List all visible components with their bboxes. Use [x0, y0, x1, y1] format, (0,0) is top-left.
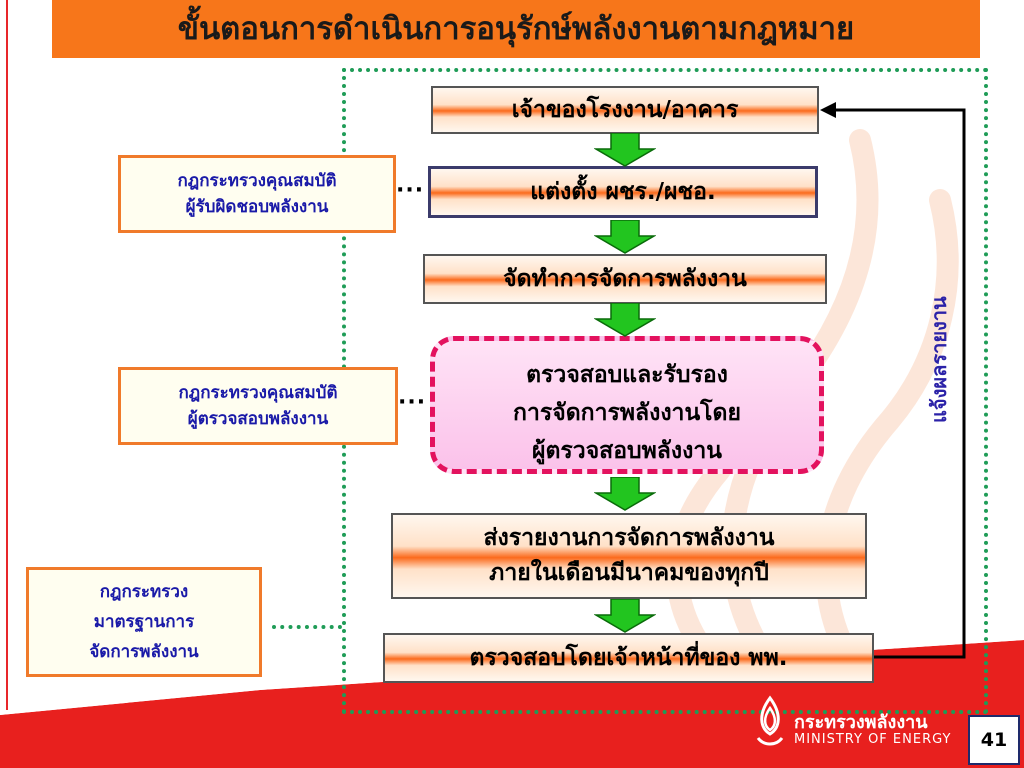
law-box-standard: กฎกระทรวง มาตรฐานการ จัดการพลังงาน — [26, 567, 262, 677]
step-prepare: จัดทำการจัดการพลังงาน — [423, 254, 827, 304]
law-box-standard-line-3: จัดการพลังงาน — [89, 642, 199, 662]
page-number: 41 — [968, 715, 1020, 765]
law-box-auditor-line-1: กฎกระทรวงคุณสมบัติ — [178, 383, 338, 403]
ministry-logo-icon — [756, 695, 784, 746]
law-box-responsible-line-1: กฎกระทรวงคุณสมบัติ — [177, 171, 337, 191]
step-audit: ตรวจสอบและรับรอง การจัดการพลังงานโดย ผู้… — [430, 336, 824, 474]
step-appoint-text: แต่งตั้ง ผชร./ผชอ. — [530, 179, 716, 205]
down-arrow-icon — [594, 220, 656, 254]
step-owner-text: เจ้าของโรงงาน/อาคาร — [511, 97, 739, 123]
law-box-auditor-line-2: ผู้ตรวจสอบพลังงาน — [187, 409, 329, 429]
ministry-name-english: MINISTRY OF ENERGY — [794, 732, 952, 747]
page-title: ขั้นตอนการดำเนินการอนุรักษ์พลังงานตามกฎห… — [52, 0, 980, 58]
down-arrow-icon — [594, 133, 656, 167]
down-arrow-icon — [594, 303, 656, 337]
down-arrow-icon — [594, 477, 656, 511]
down-arrow-icon — [594, 599, 656, 633]
step-report-line-2: ภายในเดือนมีนาคมของทุกปี — [489, 560, 769, 586]
law-box-responsible-line-2: ผู้รับผิดชอบพลังงาน — [185, 197, 329, 217]
connector-dots-2: ··· — [398, 390, 427, 415]
step-prepare-text: จัดทำการจัดการพลังงาน — [503, 266, 747, 292]
step-report-line-1: ส่งรายงานการจัดการพลังงาน — [483, 525, 775, 551]
feedback-label: แจ้งผลรายงาน — [927, 296, 951, 424]
step-inspect-text: ตรวจสอบโดยเจ้าหน้าที่ของ พพ. — [469, 645, 788, 671]
law-box-auditor: กฎกระทรวงคุณสมบัติ ผู้ตรวจสอบพลังงาน — [118, 367, 398, 445]
step-audit-line-3: ผู้ตรวจสอบพลังงาน — [532, 438, 722, 464]
step-audit-line-1: ตรวจสอบและรับรอง — [526, 362, 728, 388]
law-box-responsible: กฎกระทรวงคุณสมบัติ ผู้รับผิดชอบพลังงาน — [118, 155, 396, 233]
law-box-standard-line-1: กฎกระทรวง — [99, 582, 189, 602]
connector-dots-3 — [272, 625, 342, 629]
connector-dots-1: ··· — [396, 178, 425, 203]
step-inspect: ตรวจสอบโดยเจ้าหน้าที่ของ พพ. — [383, 633, 874, 683]
step-audit-line-2: การจัดการพลังงานโดย — [513, 400, 741, 426]
step-appoint: แต่งตั้ง ผชร./ผชอ. — [428, 166, 818, 218]
left-accent-line — [6, 0, 8, 710]
step-report: ส่งรายงานการจัดการพลังงาน ภายในเดือนมีนา… — [391, 513, 867, 599]
law-box-standard-line-2: มาตรฐานการ — [93, 612, 195, 632]
ministry-name-thai: กระทรวงพลังงาน — [794, 712, 928, 733]
